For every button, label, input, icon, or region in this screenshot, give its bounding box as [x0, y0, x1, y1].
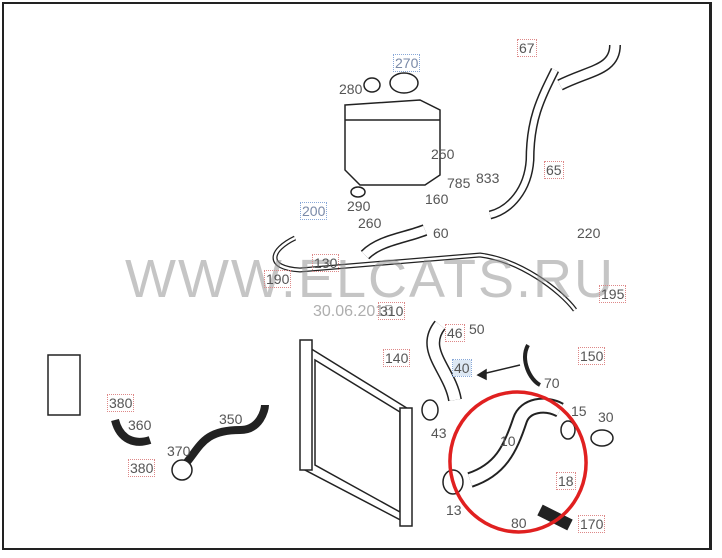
part-label-360: 360 [128, 417, 152, 433]
part-label-190[interactable]: 190 [263, 270, 292, 288]
part-label-65[interactable]: 65 [544, 161, 564, 179]
part-label-50: 50 [469, 321, 485, 337]
part-label-140[interactable]: 140 [382, 349, 411, 367]
hose-350 [177, 404, 269, 473]
part-label-130[interactable]: 130 [311, 254, 340, 272]
part-label-15: 15 [571, 403, 587, 419]
hose-360 [111, 418, 152, 446]
diagram-border [2, 2, 712, 550]
part-label-30: 30 [598, 409, 614, 425]
part-label-160: 160 [425, 191, 449, 207]
part-label-40[interactable]: 40 [452, 359, 472, 377]
part-label-70: 70 [544, 375, 560, 391]
part-label-380-bottom[interactable]: 380 [127, 459, 156, 477]
part-label-350: 350 [219, 411, 243, 427]
part-label-380-top[interactable]: 380 [106, 394, 135, 412]
part-label-260: 260 [358, 215, 382, 231]
part-label-67[interactable]: 67 [517, 39, 537, 57]
part-label-43: 43 [431, 425, 447, 441]
highlight-circle [448, 390, 588, 534]
part-label-60: 60 [433, 225, 449, 241]
part-label-280: 280 [339, 81, 363, 97]
part-label-310[interactable]: 310 [377, 302, 406, 320]
part-label-13: 13 [446, 502, 462, 518]
date-stamp: 30.06.2015 [313, 303, 394, 320]
part-label-785: 785 [447, 175, 471, 191]
part-label-290: 290 [347, 198, 371, 214]
part-label-195[interactable]: 195 [598, 285, 627, 303]
part-label-200[interactable]: 200 [299, 202, 328, 220]
part-label-170[interactable]: 170 [577, 515, 606, 533]
part-label-833: 833 [476, 170, 500, 186]
part-label-250: 250 [431, 146, 455, 162]
watermark: WWW.ELCATS.RU [125, 249, 615, 309]
part-label-270[interactable]: 270 [392, 54, 421, 72]
part-label-46[interactable]: 46 [445, 324, 465, 342]
part-label-10: 10 [500, 433, 516, 449]
control-module [47, 354, 81, 416]
radiator [299, 339, 413, 527]
expansion-tank [344, 72, 441, 198]
part-label-220: 220 [577, 225, 601, 241]
part-label-150[interactable]: 150 [577, 347, 606, 365]
part-label-18[interactable]: 18 [556, 472, 576, 490]
part-label-80: 80 [511, 515, 527, 531]
part-label-370: 370 [167, 443, 191, 459]
